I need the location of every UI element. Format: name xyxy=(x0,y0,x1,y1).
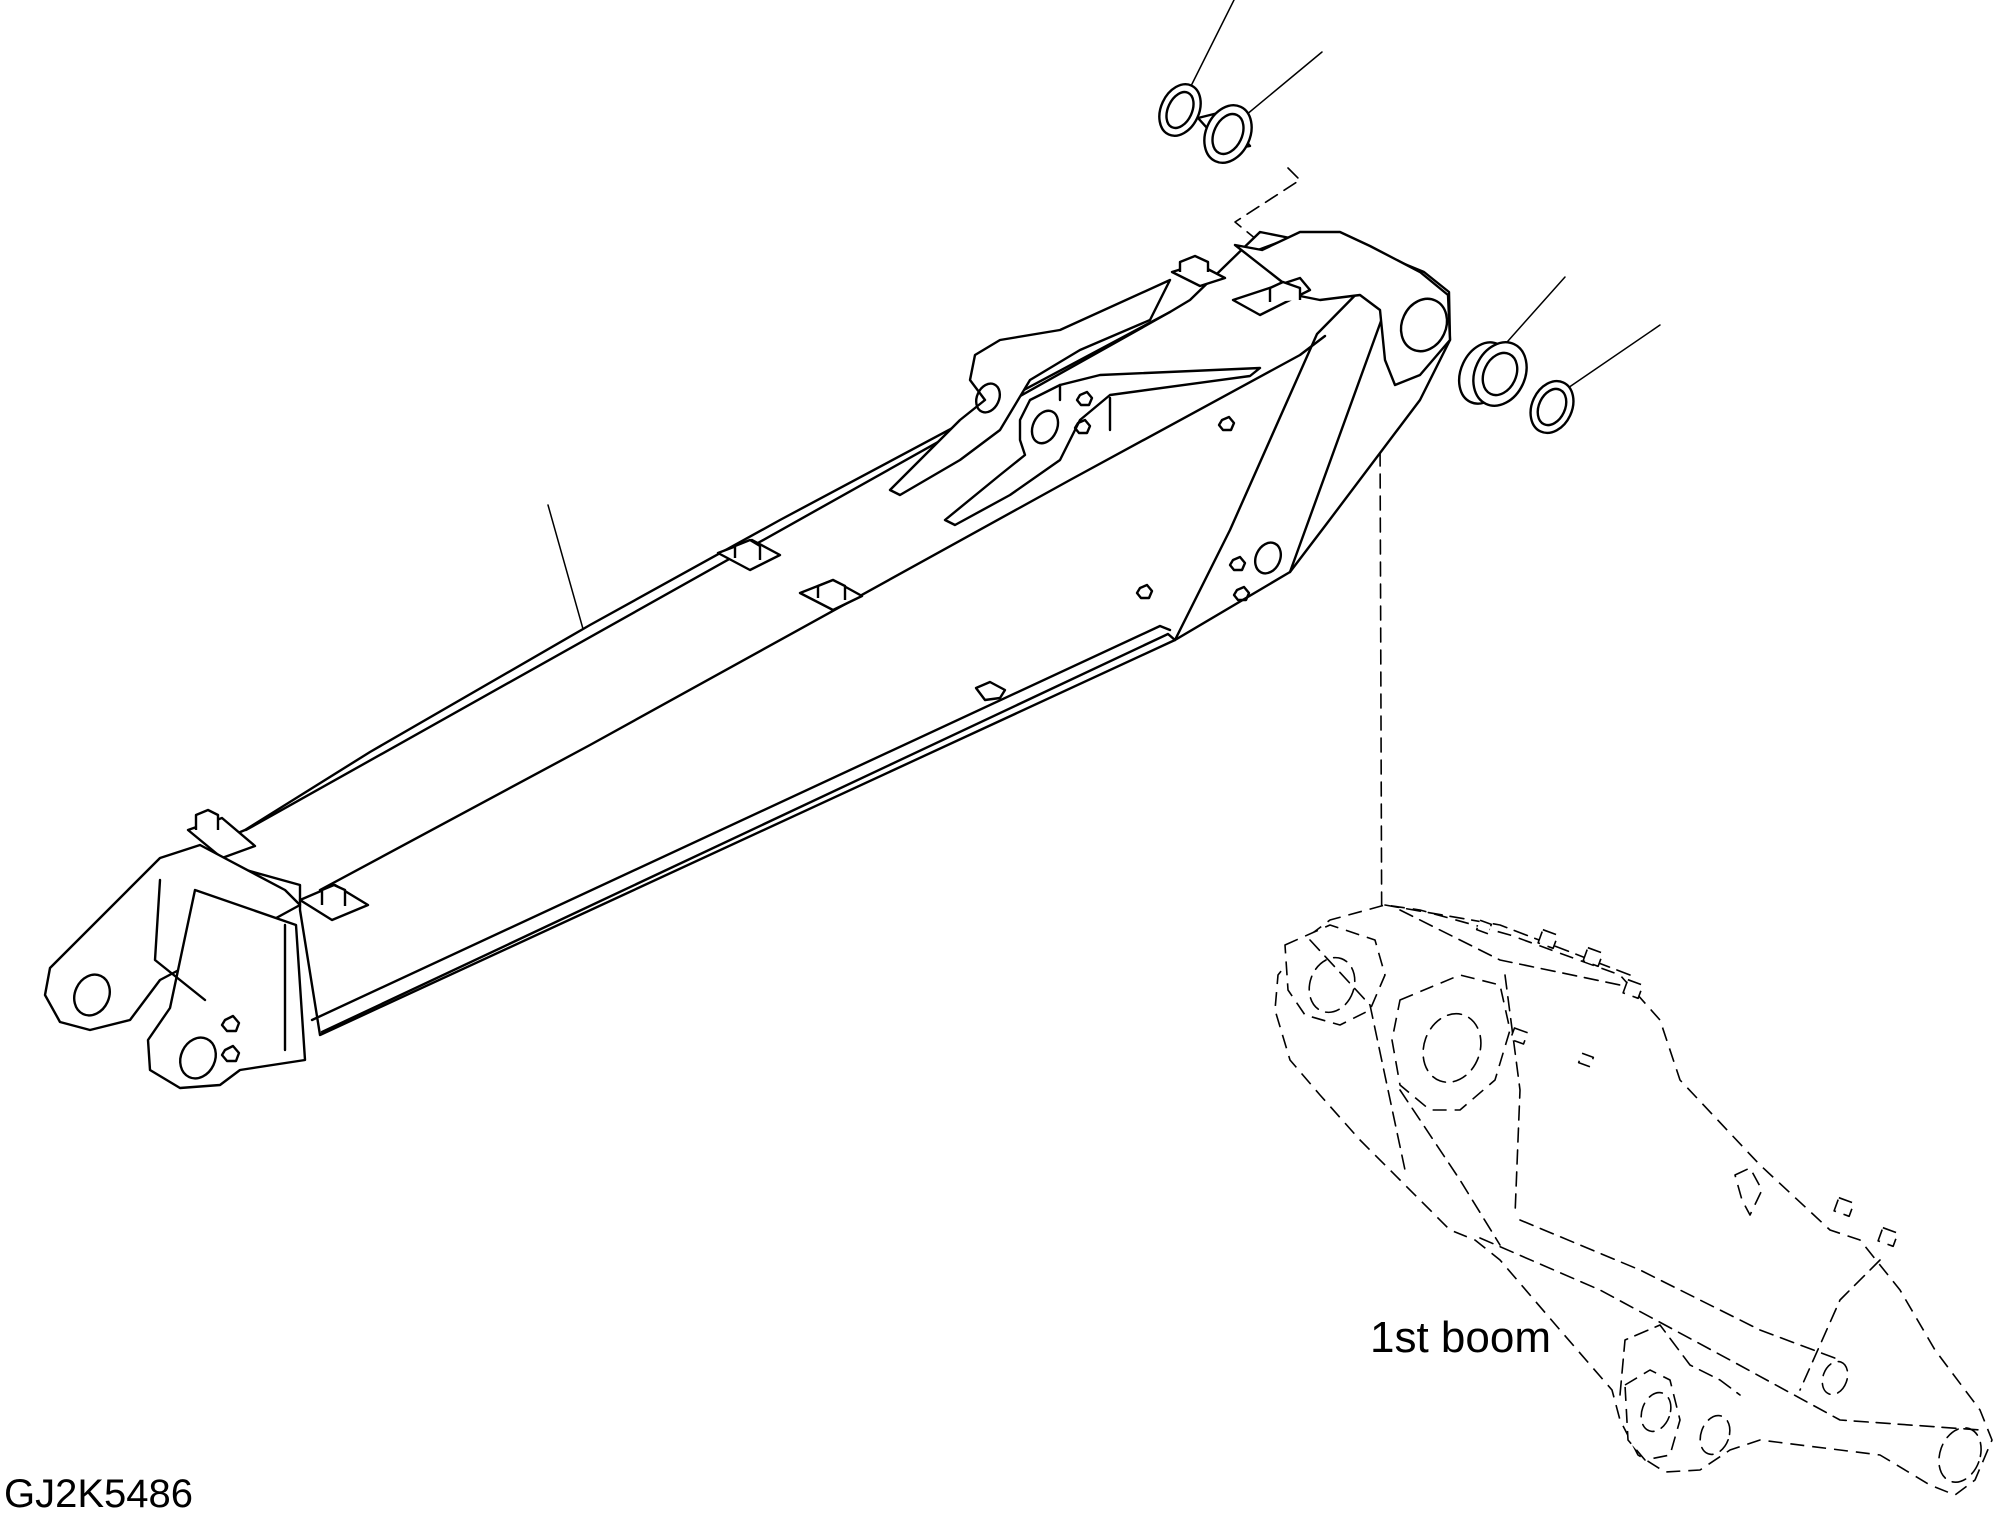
boom-left-boss xyxy=(1284,924,1386,1026)
arm-bolt-3 xyxy=(1217,415,1236,432)
boom-end-pin-hole xyxy=(1938,1427,1982,1483)
arm-grease-hole xyxy=(1253,541,1283,575)
arm-bracket-hole xyxy=(974,382,1002,414)
arm-cylinder-bracket-front xyxy=(943,366,1262,527)
arm-bolt-6 xyxy=(1135,583,1154,600)
arm-side-plate xyxy=(1173,268,1382,642)
first-boom-reference xyxy=(1274,904,1993,1496)
arm-bottom-edge xyxy=(320,632,1177,1034)
arm-plate-tab xyxy=(974,680,1007,702)
arm-bottom-flange xyxy=(310,624,1172,1022)
arm-mid-edge xyxy=(318,334,1327,892)
arm-bolt-1 xyxy=(1075,390,1094,407)
arm-end-bolt-2 xyxy=(220,1044,241,1063)
arm-side-plate-edge xyxy=(1288,308,1387,574)
boom-foot-hole-1 xyxy=(1640,1391,1672,1433)
boom-foot-hole-2 xyxy=(1699,1414,1731,1456)
leader-line-bushing-top xyxy=(1239,51,1323,121)
boom-side-edge-1 xyxy=(1309,939,1406,1171)
bushing-top xyxy=(1196,104,1253,164)
boom-left-pin-hole xyxy=(1308,956,1356,1014)
boom-foot-edge xyxy=(1619,1324,1741,1396)
boom-foot-boss-left xyxy=(1624,1369,1681,1461)
leader-line-bushing-right xyxy=(1499,276,1566,351)
arm-top-boss xyxy=(1233,230,1452,387)
arm-end-inner-edge xyxy=(153,878,207,1002)
arm-bolt-4 xyxy=(1228,555,1247,572)
arm-hose-clamps xyxy=(186,254,1312,922)
boom-foot-hole-3 xyxy=(1821,1360,1849,1396)
leader-line-seal-right xyxy=(1564,324,1661,391)
leader-line-arm xyxy=(547,504,586,637)
boom-center-boss xyxy=(1391,974,1511,1111)
boom-side-edge-2 xyxy=(1399,1089,1501,1246)
guide-line-top xyxy=(1234,167,1301,245)
arm-cylinder-bracket xyxy=(888,278,1172,497)
boom-center-pin-hole xyxy=(1422,1012,1482,1084)
arm-end-bolt-1 xyxy=(220,1014,241,1033)
arm-bolt-5 xyxy=(1232,585,1251,602)
boom-side-edge-6 xyxy=(1799,1259,1881,1391)
arm-end-pin-hole-left xyxy=(73,973,111,1017)
boom-side-edge-7 xyxy=(1399,909,1621,986)
arm-end-right-plate xyxy=(146,888,307,1090)
arm-end-pin-hole-right xyxy=(179,1036,217,1080)
arm-assembly xyxy=(43,230,1452,1090)
leader-lines xyxy=(547,0,1661,637)
arm-body xyxy=(208,230,1452,1037)
arm-top-pin-hole xyxy=(1399,297,1449,353)
seal-right xyxy=(1529,379,1575,435)
boom-side-edge-3 xyxy=(1504,974,1521,1216)
boom-side-edge-4 xyxy=(1479,1237,1981,1431)
figure-code: GJ2K5486 xyxy=(4,1472,194,1516)
bushing-right xyxy=(1457,341,1528,407)
boom-top-bolts xyxy=(1475,919,1899,1248)
leader-line-seal-top-left xyxy=(1190,0,1235,87)
seal-top xyxy=(1158,83,1202,137)
arm-bracket-hole-front xyxy=(1030,409,1060,445)
reference-label: 1st boom xyxy=(1370,1313,1551,1362)
arm-bolt-2 xyxy=(1073,418,1092,435)
